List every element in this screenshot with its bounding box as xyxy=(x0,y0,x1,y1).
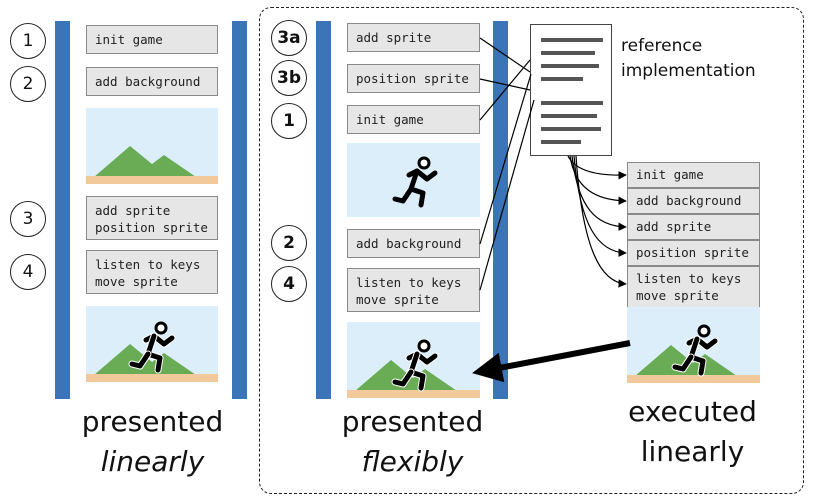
runner-sprite-only xyxy=(392,156,438,208)
middle-step-3a: 3a xyxy=(271,20,307,56)
runner-landscape xyxy=(86,321,218,382)
right-caption-line2: linearly xyxy=(640,435,745,468)
middle-cell-add-background: add background xyxy=(347,229,480,258)
runner-landscape xyxy=(627,324,760,383)
left-caption-line1: presented xyxy=(81,405,224,438)
middle-step-3b: 3b xyxy=(271,60,307,96)
left-cell-init-game: init game xyxy=(86,25,218,54)
right-cell-position-sprite: position sprite xyxy=(627,240,760,266)
middle-scene-final xyxy=(347,322,480,398)
left-scene-final xyxy=(86,306,218,382)
right-cell-keys: listen to keys move sprite xyxy=(627,266,760,308)
middle-caption-line2: flexibly xyxy=(361,445,464,478)
left-step-3: 3 xyxy=(10,201,46,237)
reference-document xyxy=(530,24,612,156)
right-cell-add-sprite: add sprite xyxy=(627,214,760,240)
left-step-1: 1 xyxy=(10,23,46,59)
middle-cell-init-game: init game xyxy=(347,105,480,134)
code-link-lines xyxy=(479,37,535,291)
runner-icon xyxy=(128,321,176,374)
code-lines-icon xyxy=(541,38,603,144)
middle-cell-position-sprite: position sprite xyxy=(347,64,480,93)
left-step-2: 2 xyxy=(10,66,46,102)
left-column-bar-right xyxy=(232,21,247,399)
left-scene-background xyxy=(86,108,218,184)
middle-step-4: 4 xyxy=(271,266,307,302)
runner-icon xyxy=(391,339,439,392)
middle-cell-add-sprite: add sprite xyxy=(347,23,480,52)
left-column-bar-left xyxy=(55,21,70,399)
left-step-4: 4 xyxy=(10,254,46,290)
left-cell-add-background: add background xyxy=(86,67,218,96)
right-cell-init-game: init game xyxy=(627,162,760,188)
middle-scene-sprite xyxy=(347,143,480,217)
right-cell-add-background: add background xyxy=(627,188,760,214)
result-arrow xyxy=(472,340,631,383)
right-scene-final xyxy=(627,307,760,383)
mountain-landscape xyxy=(86,146,218,184)
middle-column-bar-right xyxy=(493,21,508,399)
runner-icon xyxy=(392,156,438,208)
left-cell-sprite: add sprite position sprite xyxy=(86,196,218,240)
right-caption-line1: executed xyxy=(628,395,757,428)
middle-column-bar-left xyxy=(316,21,331,399)
middle-caption-line1: presented xyxy=(341,405,484,438)
left-cell-keys: listen to keys move sprite xyxy=(86,250,218,294)
middle-step-2: 2 xyxy=(271,225,307,261)
middle-cell-keys: listen to keys move sprite xyxy=(347,268,480,312)
execution-arrows xyxy=(567,155,627,288)
runner-landscape xyxy=(347,339,480,398)
reference-label: reference implementation xyxy=(621,36,756,81)
left-caption-line2: linearly xyxy=(100,445,205,478)
flexible-region-border xyxy=(259,7,804,494)
middle-step-1: 1 xyxy=(271,103,307,139)
runner-icon xyxy=(671,324,719,377)
